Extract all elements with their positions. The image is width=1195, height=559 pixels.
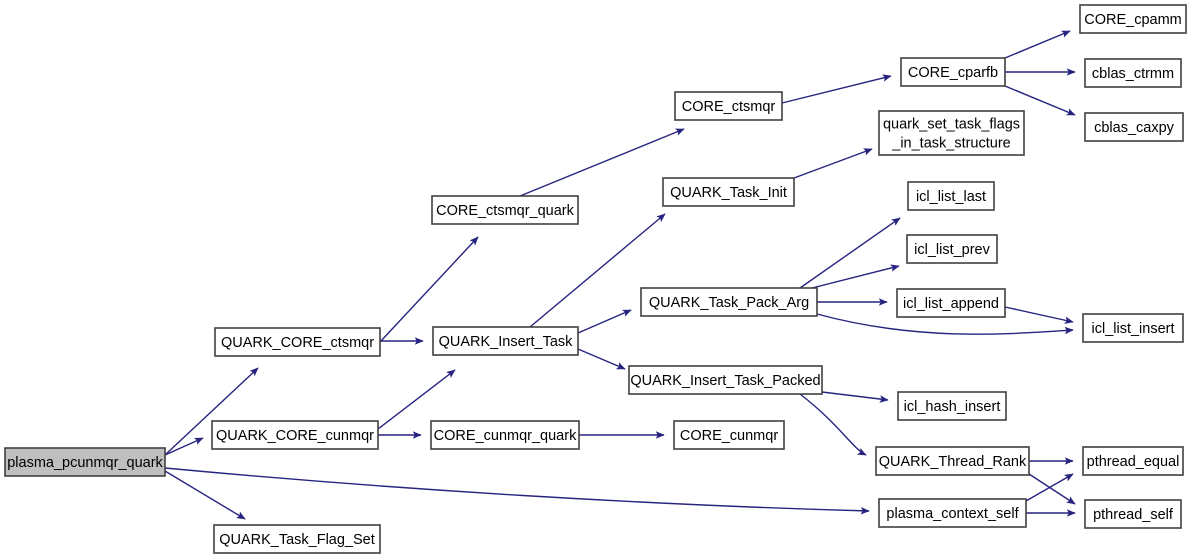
node-box[interactable] — [1084, 112, 1184, 142]
node-box[interactable] — [640, 287, 818, 317]
node-quark_set_task_flags_in_task_structure[interactable]: quark_set_task_flags_in_task_structure — [878, 110, 1025, 156]
call-edge — [821, 391, 889, 403]
node-icl_list_prev[interactable]: icl_list_prev — [906, 234, 998, 264]
node-box[interactable] — [211, 420, 379, 450]
call-edge — [577, 309, 632, 334]
node-box[interactable] — [897, 391, 1007, 421]
node-QUARK_CORE_cunmqr[interactable]: QUARK_CORE_cunmqr — [211, 420, 379, 450]
node-plasma_context_self[interactable]: plasma_context_self — [878, 498, 1027, 528]
node-CORE_ctsmqr[interactable]: CORE_ctsmqr — [674, 91, 783, 121]
node-plasma_pcunmqr_quark[interactable]: plasma_pcunmqr_quark — [4, 447, 166, 477]
node-icl_list_last[interactable]: icl_list_last — [907, 181, 995, 211]
node-box[interactable] — [213, 524, 381, 554]
node-box[interactable] — [878, 110, 1025, 156]
node-box[interactable] — [1084, 499, 1182, 529]
node-icl_list_insert[interactable]: icl_list_insert — [1082, 313, 1184, 343]
call-edge — [1025, 473, 1074, 502]
call-edge — [529, 213, 666, 328]
node-box[interactable] — [214, 327, 381, 357]
node-box[interactable] — [1079, 4, 1187, 34]
call-edge — [793, 148, 873, 179]
node-CORE_cparfb[interactable]: CORE_cparfb — [900, 57, 1006, 87]
call-edge — [1004, 85, 1076, 116]
call-edge — [799, 393, 867, 456]
node-box[interactable] — [1082, 313, 1184, 343]
node-QUARK_Task_Pack_Arg[interactable]: QUARK_Task_Pack_Arg — [640, 287, 818, 317]
node-box[interactable] — [907, 181, 995, 211]
node-pthread_self[interactable]: pthread_self — [1084, 499, 1182, 529]
node-box[interactable] — [896, 288, 1006, 318]
node-CORE_cunmqr_quark[interactable]: CORE_cunmqr_quark — [430, 420, 580, 450]
call-edge — [164, 437, 204, 456]
call-edge — [164, 367, 259, 456]
node-box[interactable] — [878, 498, 1027, 528]
node-QUARK_CORE_ctsmqr[interactable]: QUARK_CORE_ctsmqr — [214, 327, 381, 357]
node-QUARK_Task_Init[interactable]: QUARK_Task_Init — [662, 177, 795, 207]
node-box[interactable] — [430, 420, 580, 450]
call-edge — [1004, 30, 1071, 59]
call-edge — [164, 470, 246, 520]
node-box[interactable] — [900, 57, 1006, 87]
call-edge — [377, 369, 456, 430]
call-edge — [799, 217, 901, 289]
call-edge — [1028, 473, 1076, 505]
node-box[interactable] — [875, 446, 1030, 476]
edges-layer — [164, 30, 1076, 520]
node-box[interactable] — [1084, 58, 1182, 88]
call-edge — [519, 128, 685, 197]
node-box[interactable] — [674, 91, 783, 121]
node-box[interactable] — [673, 420, 785, 450]
node-cblas_ctrmm[interactable]: cblas_ctrmm — [1084, 58, 1182, 88]
node-QUARK_Task_Flag_Set[interactable]: QUARK_Task_Flag_Set — [213, 524, 381, 554]
node-box[interactable] — [662, 177, 795, 207]
node-box[interactable] — [4, 447, 166, 477]
node-pthread_equal[interactable]: pthread_equal — [1082, 446, 1184, 476]
call-edge — [811, 264, 900, 289]
node-QUARK_Thread_Rank[interactable]: QUARK_Thread_Rank — [875, 446, 1030, 476]
node-icl_list_append[interactable]: icl_list_append — [896, 288, 1006, 318]
node-box[interactable] — [432, 326, 579, 356]
node-box[interactable] — [906, 234, 998, 264]
node-CORE_cunmqr[interactable]: CORE_cunmqr — [673, 420, 785, 450]
node-box[interactable] — [431, 195, 579, 225]
node-icl_hash_insert[interactable]: icl_hash_insert — [897, 391, 1007, 421]
node-QUARK_Insert_Task[interactable]: QUARK_Insert_Task — [432, 326, 579, 356]
call-edge — [1004, 306, 1074, 324]
call-edge — [816, 313, 1074, 335]
node-QUARK_Insert_Task_Packed[interactable]: QUARK_Insert_Task_Packed — [628, 365, 823, 395]
call-edge — [577, 348, 626, 370]
node-box[interactable] — [1082, 446, 1184, 476]
node-CORE_ctsmqr_quark[interactable]: CORE_ctsmqr_quark — [431, 195, 579, 225]
call-edge — [379, 236, 479, 343]
node-cblas_caxpy[interactable]: cblas_caxpy — [1084, 112, 1184, 142]
call-edge — [164, 467, 870, 515]
node-box[interactable] — [628, 365, 823, 395]
node-CORE_cpamm[interactable]: CORE_cpamm — [1079, 4, 1187, 34]
call-edge — [781, 74, 892, 104]
